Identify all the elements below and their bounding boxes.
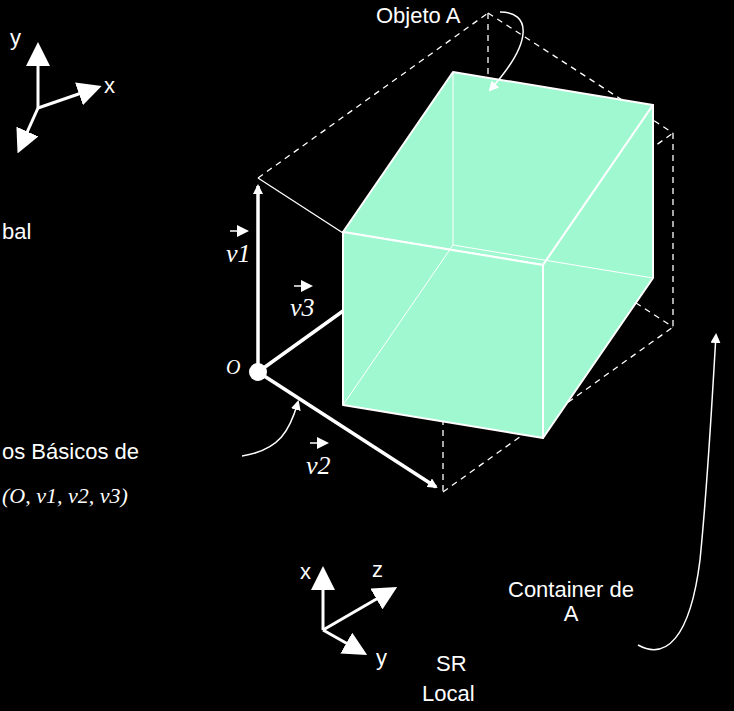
callout-label: Objeto A <box>376 4 460 28</box>
origin-dot <box>249 363 267 381</box>
axis-label: y <box>376 646 387 670</box>
object-a <box>343 72 653 438</box>
vector-label: v1 <box>226 240 251 269</box>
partial-label: bal <box>2 220 31 244</box>
frame-label: SR <box>436 652 467 676</box>
axis-label: z <box>372 558 383 582</box>
callout-label: Container de A <box>506 578 636 626</box>
partial-label: os Básicos de <box>2 440 139 464</box>
container-edge <box>258 178 343 233</box>
frame-label: Local <box>422 682 475 706</box>
vector-label: v2 <box>306 452 331 481</box>
global-axes <box>20 48 96 148</box>
basis-label: (O, v1, v2, v3) <box>2 484 128 508</box>
leader-lines <box>242 12 716 650</box>
axis-label: x <box>104 74 115 98</box>
vector-label: v3 <box>290 294 315 323</box>
origin-label: O <box>226 356 240 378</box>
local-axes <box>323 572 392 652</box>
axis-label: x <box>300 560 311 584</box>
object-hidden-edges <box>343 72 653 405</box>
axis-label: y <box>10 26 21 50</box>
container-outline <box>258 13 673 492</box>
